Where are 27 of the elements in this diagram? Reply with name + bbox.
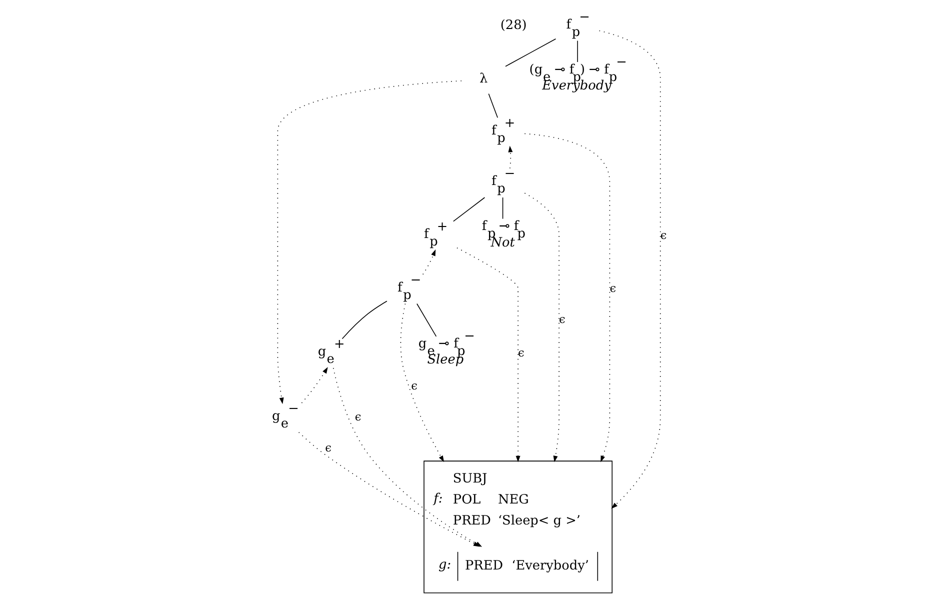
edge-label: ϵ bbox=[411, 380, 418, 393]
edge-label: ϵ bbox=[559, 312, 566, 326]
connector bbox=[505, 38, 556, 67]
arrow bbox=[524, 133, 610, 462]
connector bbox=[453, 197, 486, 222]
arrow bbox=[508, 146, 513, 169]
arrow bbox=[298, 432, 480, 547]
edge-label: ϵ bbox=[354, 410, 362, 424]
connector bbox=[416, 303, 437, 337]
arrow bbox=[598, 30, 661, 509]
edge-label: ϵ bbox=[660, 228, 667, 242]
edge-label: ϵ bbox=[518, 346, 524, 360]
connector bbox=[577, 40, 578, 62]
edge-label: ϵ bbox=[610, 282, 616, 295]
node-text: λ bbox=[479, 71, 488, 86]
edge-label: ϵ bbox=[325, 442, 332, 455]
arrow bbox=[400, 303, 444, 462]
connector bbox=[502, 197, 504, 220]
connector bbox=[342, 300, 388, 340]
node-text: g: PRED ‘Everybody’ bbox=[438, 558, 589, 574]
connector bbox=[488, 93, 498, 118]
label: (28) bbox=[500, 18, 527, 34]
arrow bbox=[456, 247, 520, 462]
arrow bbox=[422, 249, 436, 275]
arrow bbox=[301, 367, 328, 404]
arrow bbox=[277, 80, 462, 404]
arrow bbox=[524, 192, 560, 462]
